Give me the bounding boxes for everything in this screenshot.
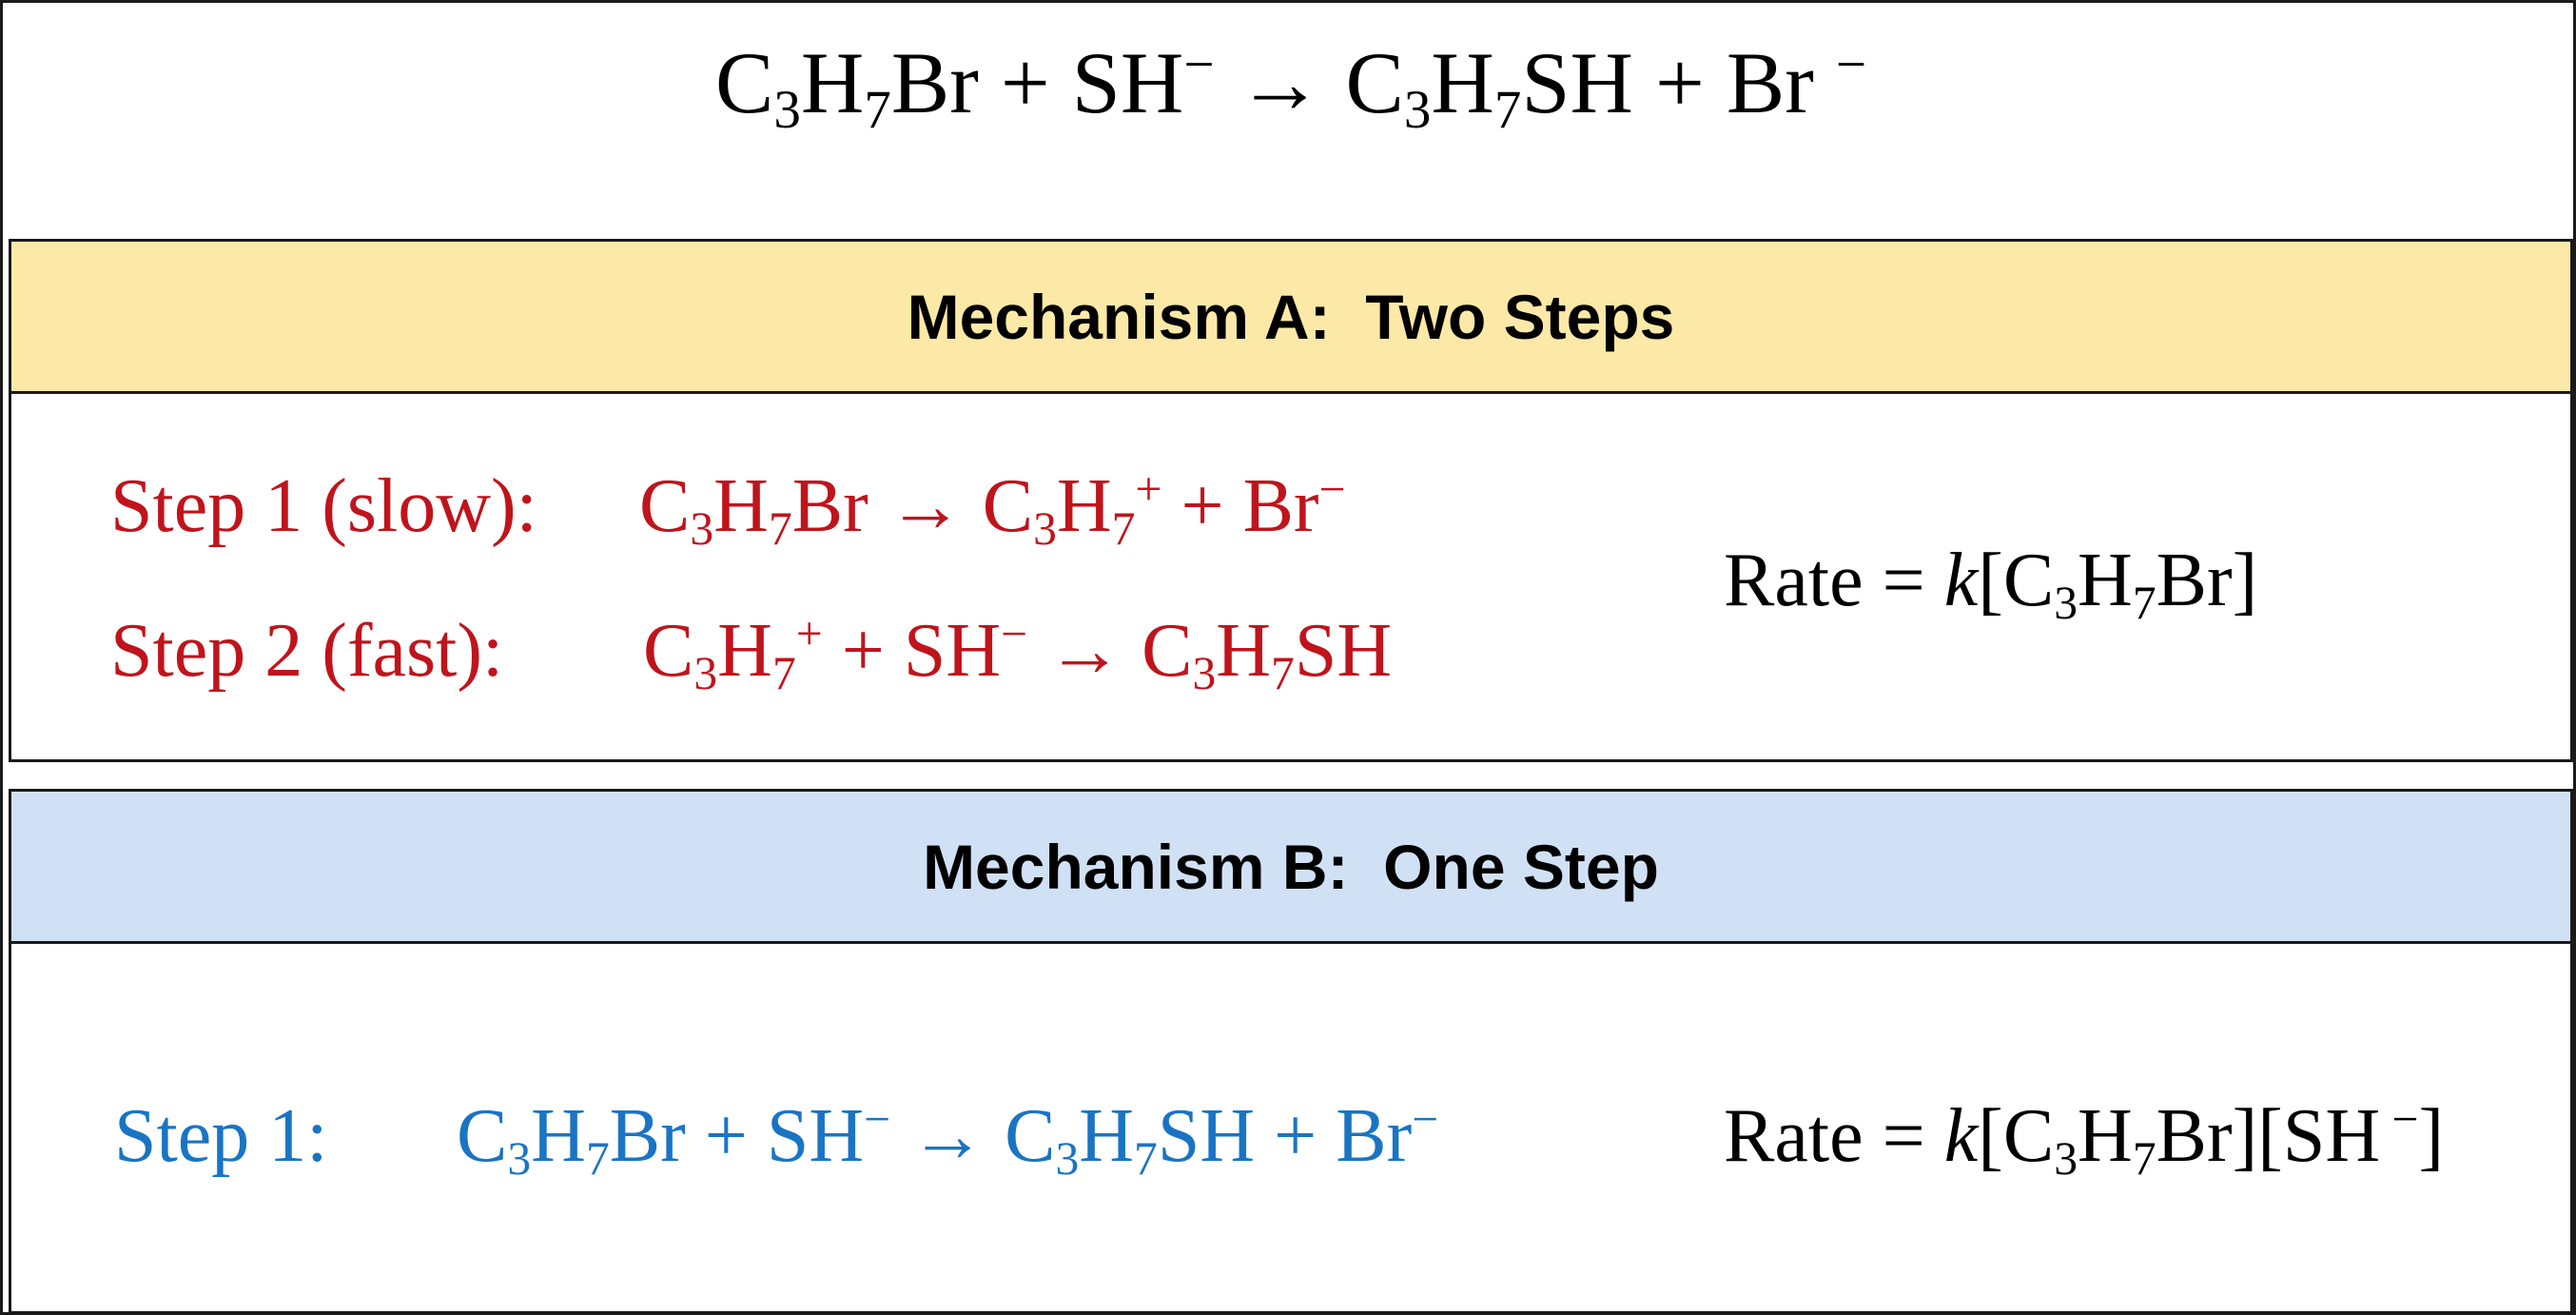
mechanism-a-panel: Mechanism A: Two Steps Step 1 (slow): C3…	[9, 239, 2573, 762]
mechanism-b-panel: Mechanism B: One Step Step 1: C3H7Br + S…	[9, 789, 2573, 1314]
mechanism-b-step1-equation: C3H7Br + SH− → C3H7SH + Br−	[457, 1092, 1439, 1185]
mechanism-a-step1-equation: C3H7Br → C3H7+ + Br−	[639, 462, 1346, 555]
mechanism-b-step1-label: Step 1:	[114, 1094, 328, 1178]
mechanism-b-title: Mechanism B: One Step	[11, 792, 2570, 944]
mechanism-b-rate-law: Rate = k[C3H7Br][SH −]	[1724, 1092, 2445, 1185]
mechanism-a-rate-law: Rate = k[C3H7Br]	[1724, 539, 2258, 629]
mechanism-a-step1-label: Step 1 (slow):	[110, 464, 537, 548]
overall-reaction: C3H7Br + SH− → C3H7SH + Br −	[714, 34, 1867, 140]
mechanism-a-step2-equation: C3H7+ + SH− → C3H7SH	[643, 607, 1393, 699]
mechanism-a-title: Mechanism A: Two Steps	[11, 242, 2570, 394]
mechanism-a-step2-label: Step 2 (fast):	[110, 609, 504, 693]
